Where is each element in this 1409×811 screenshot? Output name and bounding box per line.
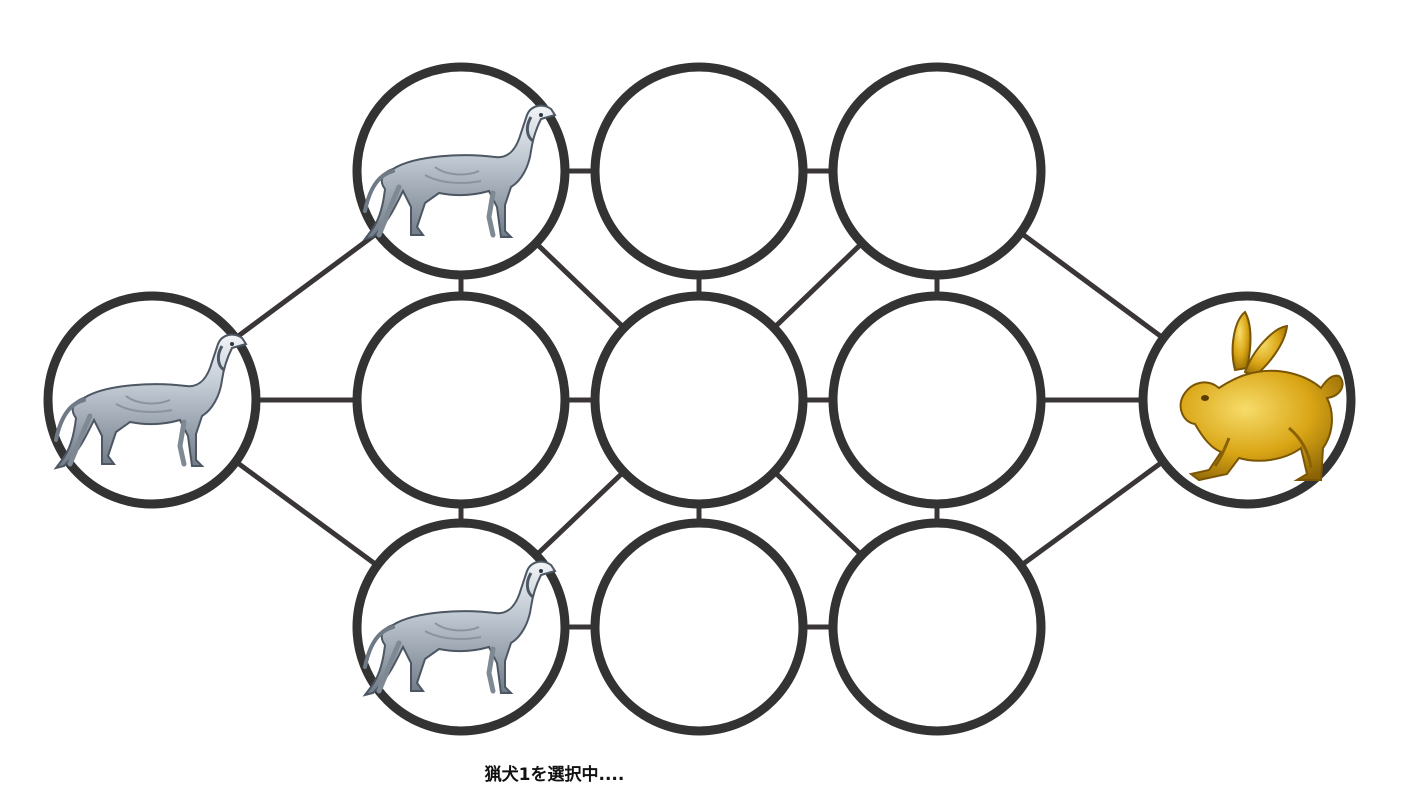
node-c2[interactable]	[590, 518, 808, 736]
nodes	[43, 62, 1356, 736]
node-a3[interactable]	[828, 62, 1046, 280]
status-message: 猟犬1を選択中....	[484, 765, 625, 785]
node-b3[interactable]	[828, 291, 1046, 509]
node-ring	[828, 62, 1046, 280]
node-c3[interactable]	[828, 518, 1046, 736]
node-ring	[828, 518, 1046, 736]
node-ring	[590, 518, 808, 736]
node-right[interactable]	[1138, 291, 1356, 509]
node-left[interactable]	[43, 291, 261, 509]
node-c1[interactable]	[352, 518, 570, 736]
node-ring	[590, 291, 808, 509]
node-a1[interactable]	[352, 62, 570, 280]
node-ring	[590, 62, 808, 280]
node-ring	[828, 291, 1046, 509]
node-ring	[352, 291, 570, 509]
node-b1[interactable]	[352, 291, 570, 509]
node-b2[interactable]	[590, 291, 808, 509]
node-a2[interactable]	[590, 62, 808, 280]
